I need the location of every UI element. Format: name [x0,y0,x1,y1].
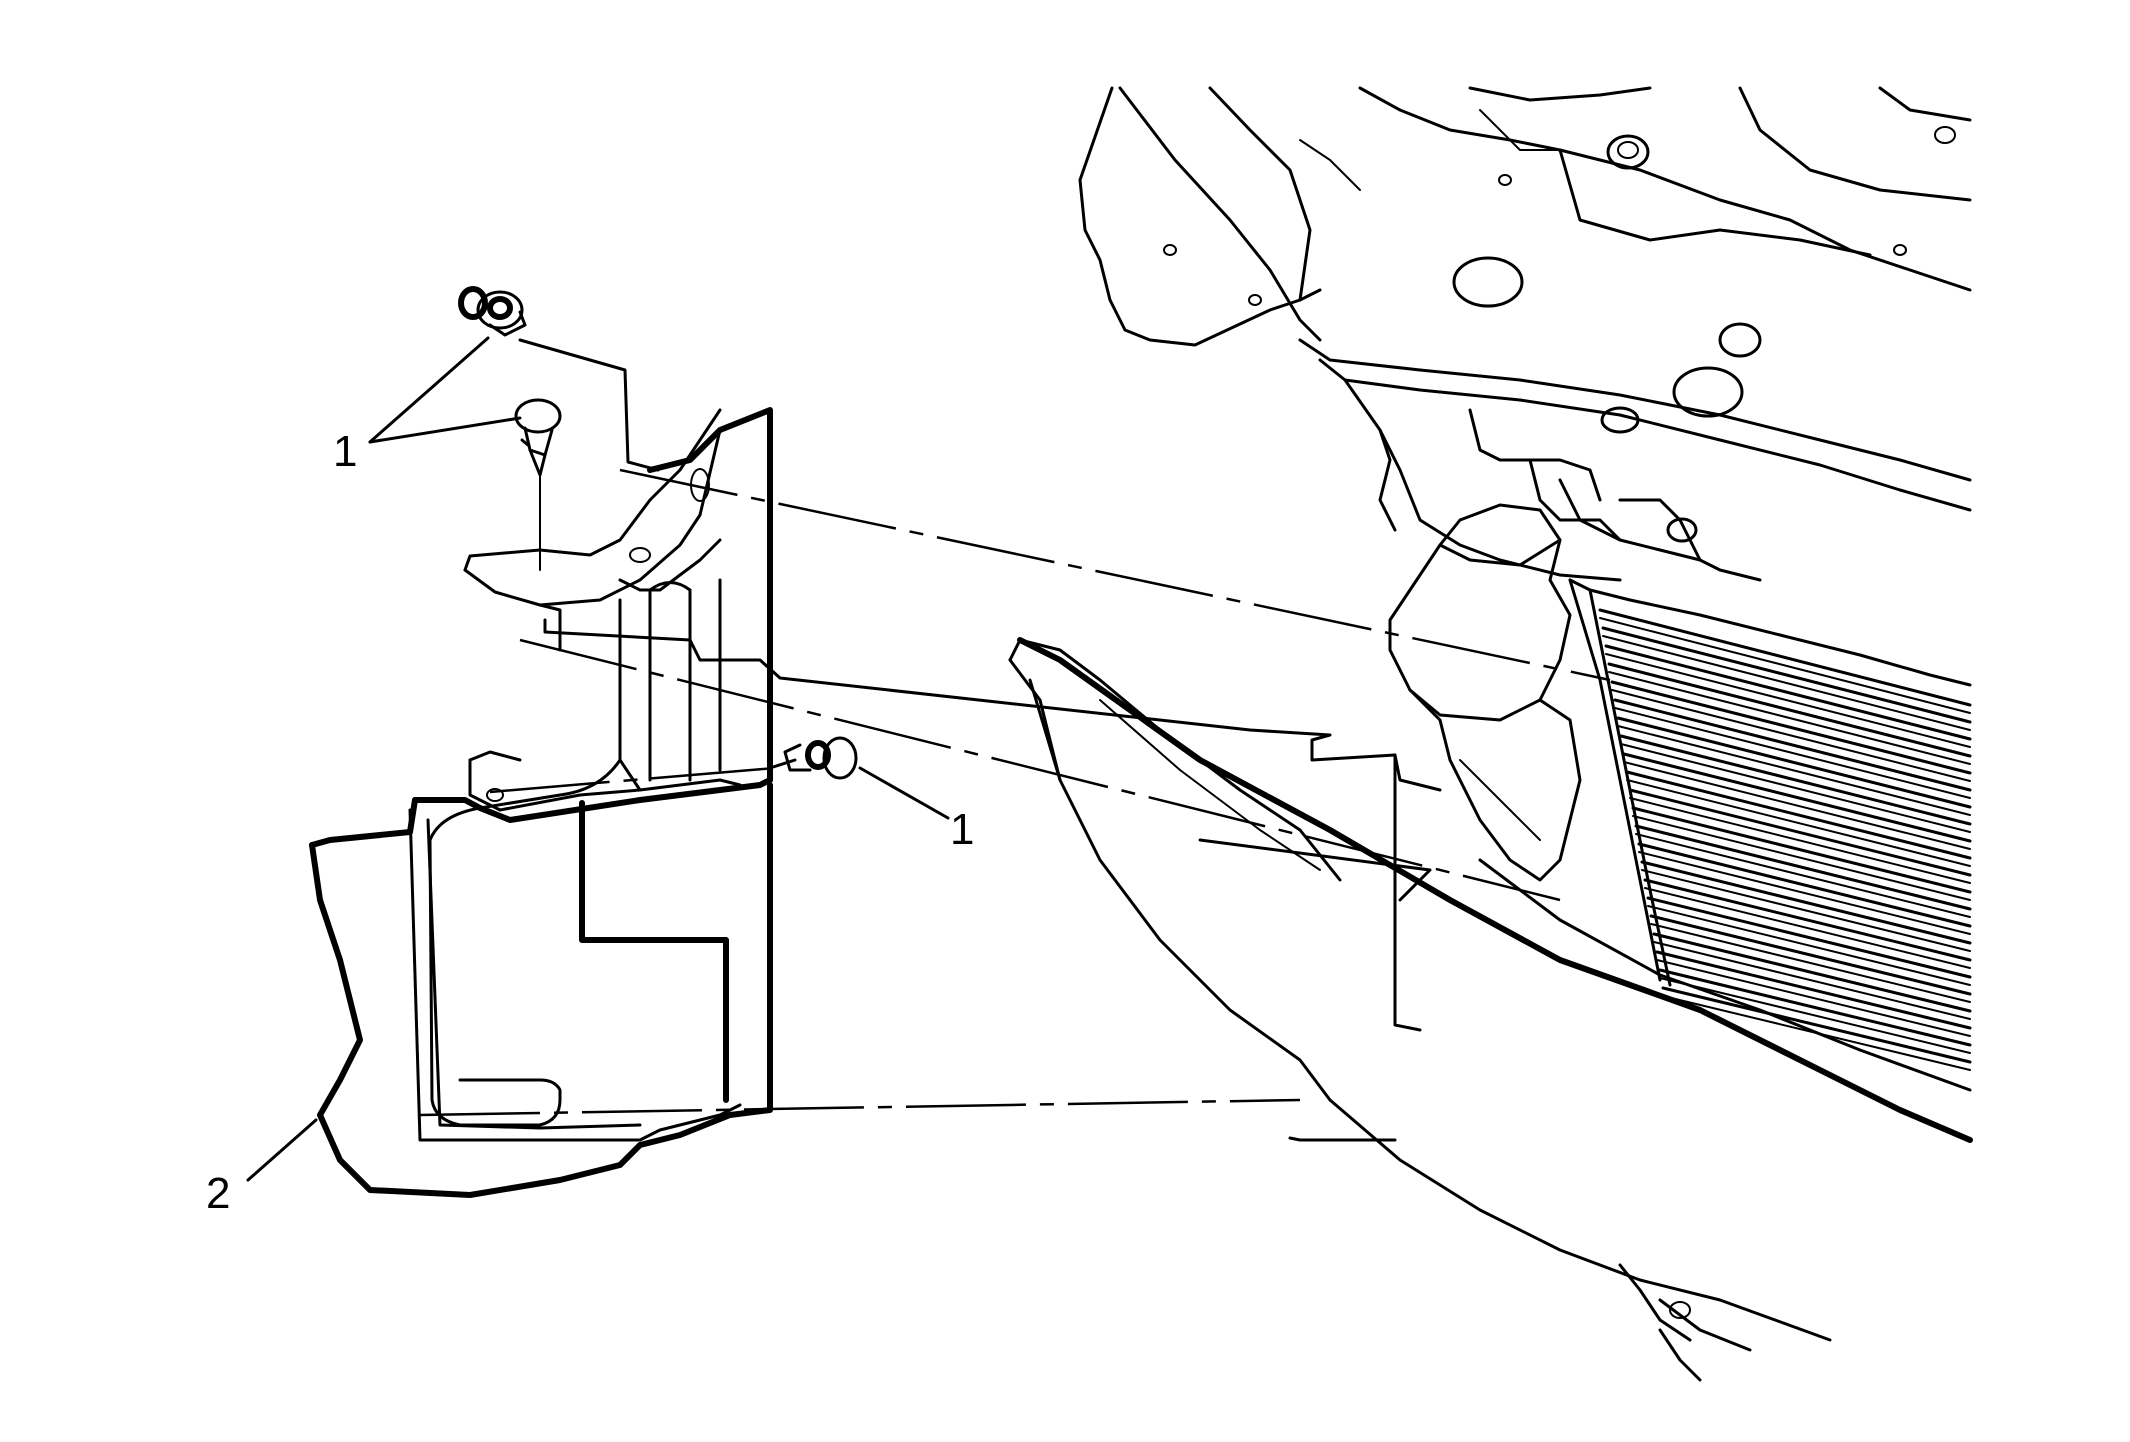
radiator-fin [1628,788,1972,877]
push-pin-retainer-middle [514,398,562,571]
radiator-fin-edge [1653,941,1971,1020]
radiator-fin [1637,842,1972,928]
radiator-fin-edge [1611,689,1971,782]
radiator-fin-edge [1635,833,1971,918]
callout-1-top: 1 [333,427,358,476]
radiator-fin-edge [1626,779,1971,867]
radiator-fin-edge [1641,869,1971,952]
radiator-fin [1634,824,1972,911]
radiator-fin [1655,950,1972,1030]
radiator-fin [1610,680,1972,775]
callout-2: 2 [206,1169,231,1218]
radiator-fin-edge [1605,653,1971,748]
radiator-fin [1607,662,1972,758]
radiator-fin-edge [1656,959,1971,1037]
radiator-fin-edge [1623,761,1971,850]
radiator-fin-edge [1608,671,1971,765]
radiator-fin-edge [1632,815,1971,901]
radiator-fin [1598,608,1972,707]
push-pin-retainer-upper [458,286,527,337]
radiator-fin [1649,914,1972,996]
alignment-dashed-lines [419,468,1611,1117]
radiator-fin [1643,878,1972,962]
callout-1-mid: 1 [950,805,975,854]
radiator-fin-edge [1614,707,1971,799]
radiator-fin-edge [1629,797,1971,884]
radiator-fin-edge [1620,743,1971,833]
radiator-fin-edge [1659,977,1971,1054]
radiator-fin-edge [1647,905,1971,986]
radiator-fin-edge [1644,887,1971,969]
radiator-fin [1658,968,1972,1047]
radiator-fin-edge [1602,635,1971,731]
radiator-fin-edge [1650,923,1971,1003]
radiator-fin-edge [1638,851,1971,935]
callout-leaders [246,336,950,1182]
air-deflector-part-2 [309,407,773,1198]
radiator-fin-edge [1599,617,1971,714]
radiator-fin [1616,716,1972,809]
push-pin-retainer-lower [768,736,858,780]
radiator-fin [1622,752,1972,843]
radiator-fin [1619,734,1972,826]
radiator-fin [1646,896,1972,979]
radiator-fins [1598,608,1972,1071]
radiator-fin [1661,986,1972,1064]
radiator-fin [1652,932,1972,1013]
radiator-fin-edge [1617,725,1971,816]
radiator-fin [1631,806,1972,894]
radiator-fin [1640,860,1972,945]
radiator-fin [1613,698,1972,792]
radiator-fin [1604,644,1972,741]
radiator-fin [1625,770,1972,860]
radiator-support-assembly [1008,86,1973,1382]
installation-reference-outline [518,338,1442,1142]
radiator-fin [1601,626,1972,724]
